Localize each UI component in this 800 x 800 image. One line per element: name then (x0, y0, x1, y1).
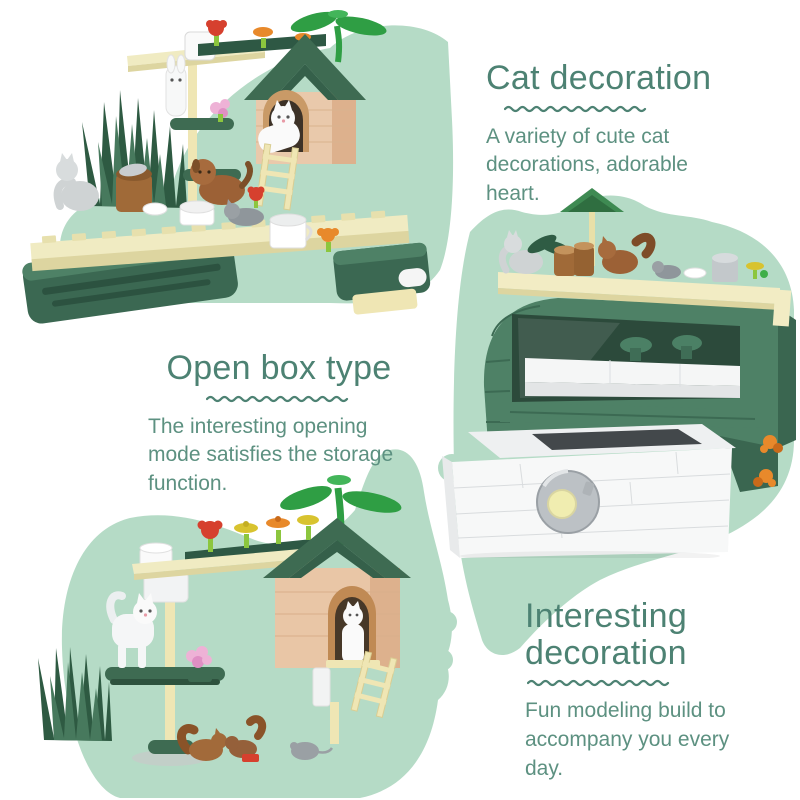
paw-bump-3 (431, 649, 453, 671)
section-open-box-type: Open box type The interesting opening mo… (148, 350, 410, 498)
photo-cat-tree-house (10, 462, 460, 800)
section-body: Fun modeling build to accompany you ever… (525, 699, 730, 780)
section-interesting-decoration: Interesting decoration Fun modeling buil… (525, 598, 770, 783)
section-title: Open box type (166, 349, 392, 387)
cat-house (263, 518, 411, 744)
white-pot (269, 213, 313, 249)
wavy-underline (206, 395, 349, 402)
brown-dog (190, 159, 253, 205)
brown-barrel (116, 163, 152, 212)
section-body: The interesting opening mode satisfies t… (148, 414, 394, 495)
cat-house (244, 34, 366, 211)
whisker-stroke-1 (416, 130, 442, 160)
white-cat-standing (106, 591, 157, 668)
white-cat-in-house (342, 601, 364, 664)
storage-box-right (333, 242, 431, 315)
white-bowls (142, 200, 215, 226)
sprout-plant (290, 10, 387, 63)
flower-row (197, 515, 319, 552)
grass (38, 647, 112, 741)
lamp (560, 188, 624, 266)
cat-tree (127, 31, 326, 210)
whisker-stroke-2 (415, 162, 446, 180)
section-title: Cat decoration (486, 59, 712, 97)
orange-flower-right (317, 228, 339, 252)
squirrels (177, 715, 267, 762)
section-body: A variety of cute cat decorations, adora… (486, 124, 688, 205)
photo-rooftop-cat-garden (20, 4, 450, 326)
display-case (483, 298, 796, 492)
brown-barrels (554, 242, 594, 276)
grey-cat (498, 230, 543, 274)
drawer-knob (536, 469, 600, 534)
grey-kitten (224, 199, 264, 226)
cat-tree (105, 475, 402, 766)
grey-kitten (652, 261, 681, 279)
brown-squirrel (598, 232, 656, 274)
yellow-flower (746, 262, 768, 279)
wavy-underline (527, 680, 670, 687)
pink-flower (210, 99, 230, 122)
ladder (350, 650, 398, 719)
red-flower (247, 186, 265, 208)
case-top-rim (498, 272, 792, 327)
orange-flowers-side (753, 435, 783, 487)
top-figures (498, 230, 768, 282)
grey-mouse (290, 742, 334, 760)
photo-display-case-drawer (440, 186, 800, 558)
section-title: Interesting decoration (525, 597, 688, 672)
drawer (442, 424, 736, 558)
section-cat-decoration: Cat decoration A variety of cute cat dec… (486, 60, 728, 208)
white-rabbit (165, 54, 187, 117)
grey-cat (53, 153, 99, 211)
pink-flowers (186, 646, 212, 682)
wavy-underline (504, 105, 647, 112)
grey-pot (712, 253, 738, 282)
white-bowl (683, 267, 707, 279)
paw-bump-2 (435, 611, 457, 633)
